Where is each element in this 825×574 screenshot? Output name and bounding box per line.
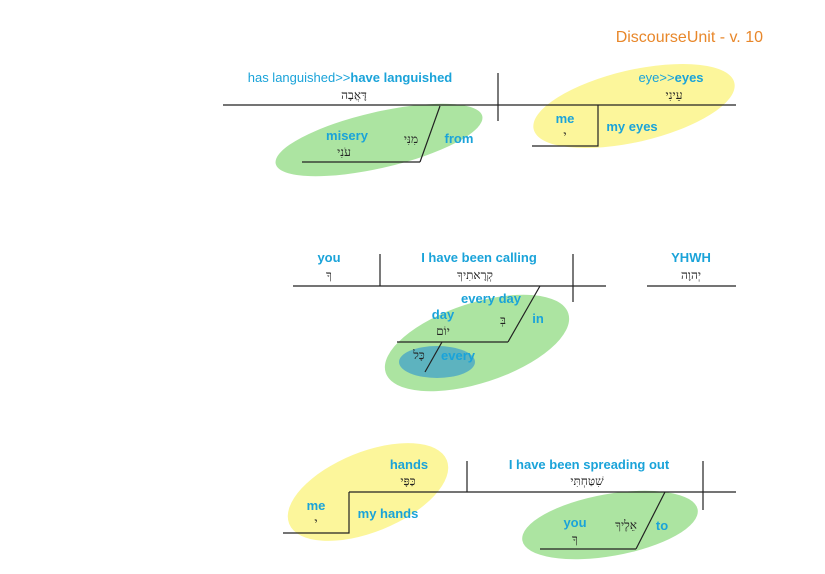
pp-object-gloss-you: you	[563, 515, 586, 530]
subject-hebrew: עֵינִי	[666, 88, 683, 102]
verb-gloss-spreading: I have been spreading out	[509, 457, 670, 472]
prep-gloss-from: from	[445, 131, 474, 146]
clause-3: hands כַּפָּי I have been spreading out …	[283, 443, 736, 560]
object-gloss-hands: hands	[390, 457, 428, 472]
modifier-slant-to	[635, 491, 666, 550]
clause-1: has languished>>have languished דָּאֲבָה…	[223, 63, 736, 177]
verb-hebrew-calling: קְרָאתִיךָ	[457, 268, 493, 282]
possessor-gloss-me-3: me	[307, 498, 326, 513]
highlight-yellow-eyes	[533, 63, 735, 149]
possessor-gloss-me: me	[556, 111, 575, 126]
prep-gloss-in: in	[532, 311, 544, 326]
prep-hebrew-from: מִנִּי	[404, 132, 418, 146]
modifier-slant-in	[507, 285, 541, 343]
possessor-hebrew-me: י	[563, 128, 566, 142]
modifier-slant-every	[424, 341, 443, 373]
modifier-hebrew-every: כָּל	[412, 348, 425, 362]
object-hebrew-hands: כַּפָּי	[400, 474, 415, 488]
phrase-gloss-every-day: every day	[461, 291, 522, 306]
highlight-blue-every	[399, 346, 475, 378]
possessor-line-me	[532, 105, 599, 147]
prep-hebrew-in: בְּ	[500, 313, 506, 327]
prep-hebrew-to: אֵלֶיךָ	[615, 518, 637, 532]
object-hebrew-day: יוֹם	[436, 324, 450, 338]
object-gloss-misery: misery	[326, 128, 369, 143]
prep-gloss-to: to	[656, 518, 668, 533]
subject-hebrew-you: ךָ	[326, 268, 332, 282]
verb-gloss-calling: I have been calling	[421, 250, 537, 265]
diagram-title: DiscourseUnit - v. 10	[616, 29, 763, 46]
verb-hebrew: דָּאֲבָה	[341, 88, 367, 102]
verb-hebrew-spreading: שִׁטַּחְתִּי	[570, 474, 604, 488]
vocative-hebrew-yhwh: יְהוָה	[681, 268, 701, 282]
subject-gloss: eye>>eyes	[638, 70, 703, 85]
verb-gloss-prefix: has languished>>	[248, 70, 351, 85]
modifier-gloss-every: every	[441, 348, 476, 363]
verb-gloss: has languished>>have languished	[248, 70, 453, 85]
verb-gloss-main: have languished	[350, 70, 452, 85]
possessor-hebrew-me-3: י	[314, 515, 317, 529]
subject-gloss-main: eyes	[675, 70, 704, 85]
possessed-gloss-my-hands: my hands	[358, 506, 419, 521]
object-gloss-day: day	[432, 307, 455, 322]
highlight-green-to-you	[522, 490, 698, 560]
clause-2: you ךָ I have been calling קְרָאתִיךָ YH…	[293, 250, 736, 392]
possessor-line-me-3	[283, 492, 350, 534]
pp-object-hebrew-you: ךָ	[572, 532, 578, 546]
object-hebrew-misery: עֹנִי	[337, 145, 351, 159]
vocative-gloss-yhwh: YHWH	[671, 250, 711, 265]
subject-gloss-prefix: eye>>	[638, 70, 674, 85]
modifier-slant-from	[419, 105, 441, 163]
highlight-green-misery	[275, 103, 483, 177]
possessed-gloss-my-eyes: my eyes	[606, 119, 657, 134]
subject-gloss-you: you	[317, 250, 340, 265]
